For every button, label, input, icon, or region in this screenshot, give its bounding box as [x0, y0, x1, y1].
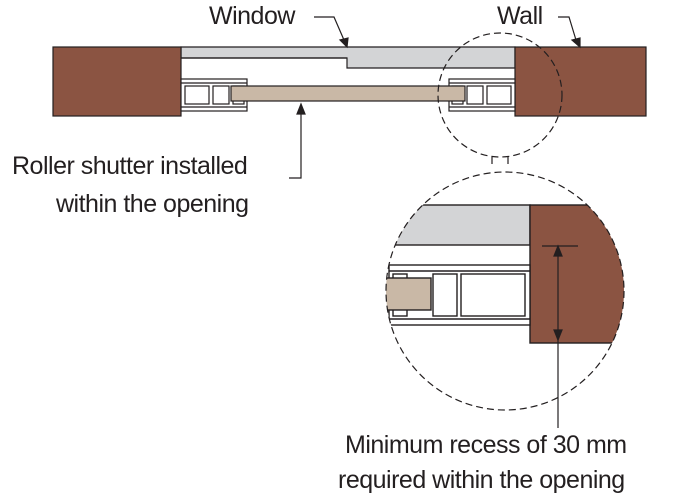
right-wall — [514, 46, 647, 117]
roller-shutter — [230, 85, 466, 102]
window-label: Window — [209, 2, 295, 30]
detail-circle-small — [437, 32, 563, 158]
wall-label: Wall — [497, 2, 543, 30]
right-guide-rail — [448, 78, 516, 112]
wall-leader — [558, 16, 577, 41]
detail-wall — [529, 204, 624, 344]
shutter-leader — [289, 112, 302, 179]
recess-dimension — [542, 244, 578, 428]
roller-shutter-label-line2: within the opening — [56, 190, 249, 218]
window-leader — [314, 16, 345, 41]
enlarged-detail — [386, 204, 624, 344]
top-section — [52, 32, 647, 158]
left-wall — [52, 46, 182, 117]
detail-circle-large — [385, 171, 625, 411]
detail-roller-shutter — [386, 277, 432, 311]
roller-shutter-label-line1: Roller shutter installed — [12, 152, 248, 180]
recess-label-line1: Minimum recess of 30 mm — [345, 431, 627, 459]
detail-window-glass — [386, 204, 531, 246]
recess-label-line2: required within the opening — [338, 466, 625, 494]
leader-lines — [289, 16, 581, 179]
detail-connector — [491, 157, 509, 165]
